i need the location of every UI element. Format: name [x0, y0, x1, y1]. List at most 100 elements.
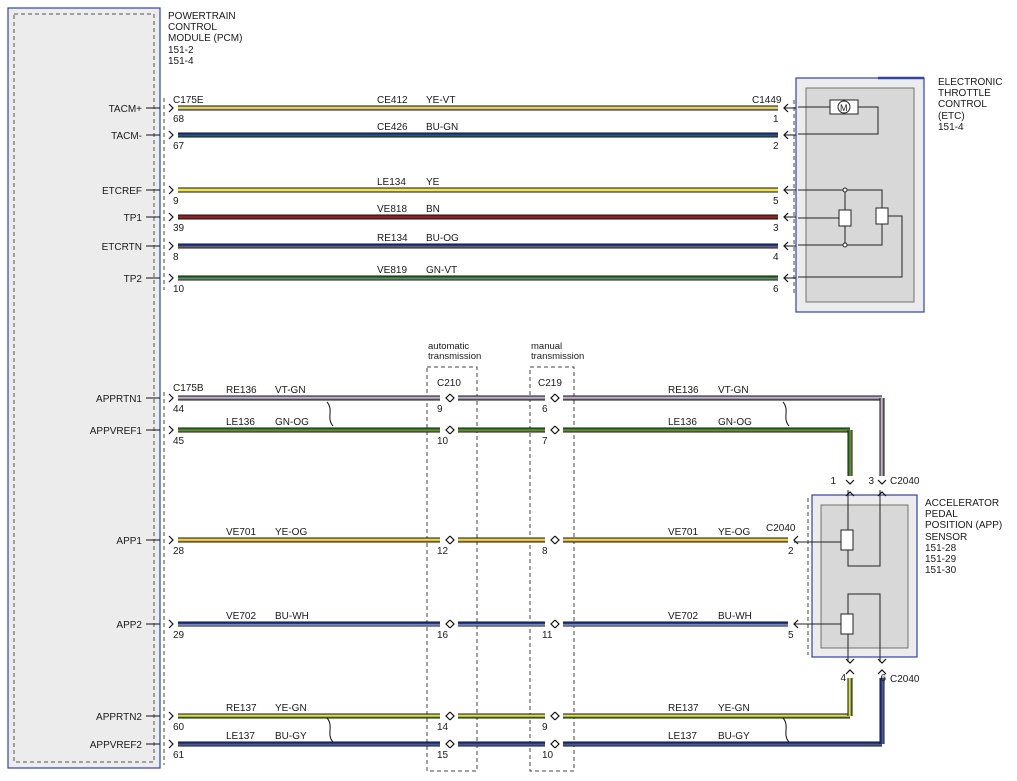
manual-pin-9: 9: [542, 722, 548, 733]
etc-pin-2: 2: [773, 141, 779, 152]
pcm-title-4: 151-2: [168, 45, 194, 56]
wire-ce426: [178, 132, 778, 138]
wire-re137-seg1: [178, 713, 440, 719]
color-code-re134: BU-OG: [426, 233, 459, 244]
app-pin-6: 6: [880, 673, 886, 684]
connector-arrow-icon: [168, 619, 174, 629]
signal-label-tp2: TP2: [124, 274, 143, 285]
connector-arrow-icon: [168, 393, 174, 403]
connector-arrow-icon: [845, 658, 855, 664]
app-title-5: 151-28: [925, 543, 957, 554]
connector-arrow-icon: [168, 185, 174, 195]
circuit-re136-left: RE136: [226, 385, 257, 396]
twisted-pair-icon: [326, 401, 334, 427]
color-code-re137-left: YE-GN: [275, 703, 307, 714]
connector-arrow-icon: [877, 479, 887, 485]
manual-pin-10: 10: [542, 750, 554, 761]
app-pin-5: 5: [788, 630, 794, 641]
wire-ve701-seg1: [178, 537, 440, 543]
auto-pin-10: 10: [437, 436, 449, 447]
color-code-ve702-right: BU-WH: [718, 611, 752, 622]
pcm-pin-61: 61: [173, 750, 185, 761]
pcm-pin-8: 8: [173, 252, 179, 263]
manual-pin-8: 8: [542, 546, 548, 557]
color-code-ve818: BN: [426, 204, 440, 215]
connector-arrow-icon: [449, 739, 455, 749]
connector-auto-group: automatic transmission C210: [426, 341, 481, 772]
connector-arrow-icon: [554, 619, 560, 629]
connector-arrow-icon: [554, 535, 560, 545]
color-code-re136-right: VT-GN: [718, 385, 749, 396]
etc-pin-5: 5: [773, 196, 779, 207]
color-code-ce412: YE-VT: [426, 95, 455, 106]
connector-arrow-icon: [793, 535, 799, 545]
connector-arrow-icon: [449, 425, 455, 435]
connector-c2040-top: C2040: [890, 476, 920, 487]
connector-arrow-icon: [168, 241, 174, 251]
circuit-re137-left: RE137: [226, 703, 257, 714]
wire-ve701-seg2: [458, 537, 545, 543]
manual-pin-11: 11: [542, 630, 553, 641]
connector-arrow-icon: [445, 393, 451, 403]
wire-ve702-seg2: [458, 621, 545, 627]
wire-re136-seg3: [563, 395, 882, 401]
connector-arrow-icon: [168, 130, 174, 140]
app-pin-4: 4: [840, 673, 846, 684]
circuit-re134: RE134: [377, 233, 408, 244]
wire-re136-seg2: [458, 395, 545, 401]
wire-le136-seg3: [563, 427, 850, 433]
wire-le136-seg1: [178, 427, 440, 433]
color-code-ve702-left: BU-WH: [275, 611, 309, 622]
app-title-7: 151-30: [925, 565, 957, 576]
manual-pin-6: 6: [542, 404, 548, 415]
connector-arrow-icon: [554, 739, 560, 749]
connector-arrow-icon: [168, 535, 174, 545]
color-code-ve701-left: YE-OG: [275, 527, 307, 538]
pcm-module: POWERTRAIN CONTROL MODULE (PCM) 151-2 15…: [7, 7, 242, 769]
connector-arrow-icon: [445, 619, 451, 629]
circuit-ve818: VE818: [377, 204, 407, 215]
signal-label-tp1: TP1: [124, 213, 143, 224]
manual-label-1: manual: [531, 341, 562, 352]
color-code-re137-right: YE-GN: [718, 703, 750, 714]
wire-le136-drop: [847, 430, 853, 476]
pcm-title-1: POWERTRAIN: [168, 11, 236, 22]
auto-label-2: transmission: [428, 351, 481, 362]
connector-arrow-icon: [550, 425, 556, 435]
pcm-pin-29: 29: [173, 630, 185, 641]
wire-le137-rise: [879, 678, 885, 744]
connector-arrow-icon: [554, 711, 560, 721]
etc-title-4: (ETC): [938, 111, 965, 122]
connector-arrow-icon: [449, 393, 455, 403]
color-code-le136-right: GN-OG: [718, 417, 752, 428]
connector-arrow-icon: [168, 273, 174, 283]
connector-c219: C219: [538, 378, 562, 389]
auto-pin-14: 14: [437, 722, 449, 733]
signal-label-etcrtn: ETCRTN: [102, 242, 142, 253]
app-title-3: POSITION (APP): [925, 520, 1002, 531]
color-code-le137-right: BU-GY: [718, 731, 750, 742]
connector-c2040-bottom: C2040: [890, 674, 920, 685]
twisted-pair-icon: [782, 401, 790, 427]
pcm-title-5: 151-4: [168, 56, 194, 67]
pcm-pin-67: 67: [173, 141, 185, 152]
circuit-le137-right: LE137: [668, 731, 697, 742]
connector-arrow-icon: [550, 393, 556, 403]
connector-arrow-icon: [168, 103, 174, 113]
wire-le137-seg3: [563, 741, 882, 747]
etc-pin-6: 6: [773, 284, 779, 295]
connector-arrow-icon: [554, 425, 560, 435]
etc-title-5: 151-4: [938, 122, 964, 133]
connector-arrow-icon: [550, 619, 556, 629]
connector-arrow-icon: [168, 212, 174, 222]
color-code-le134: YE: [426, 177, 440, 188]
pcm-title-3: MODULE (PCM): [168, 33, 242, 44]
etc-module: C1449 ELECTRONIC THROTTLE CONTROL (ETC) …: [752, 76, 1002, 313]
wire-le137-seg1: [178, 741, 440, 747]
wire-re137-seg3: [563, 713, 850, 719]
color-code-re136-left: VT-GN: [275, 385, 306, 396]
color-code-ve701-right: YE-OG: [718, 527, 750, 538]
circuit-ve702-left: VE702: [226, 611, 256, 622]
connector-arrow-icon: [445, 739, 451, 749]
